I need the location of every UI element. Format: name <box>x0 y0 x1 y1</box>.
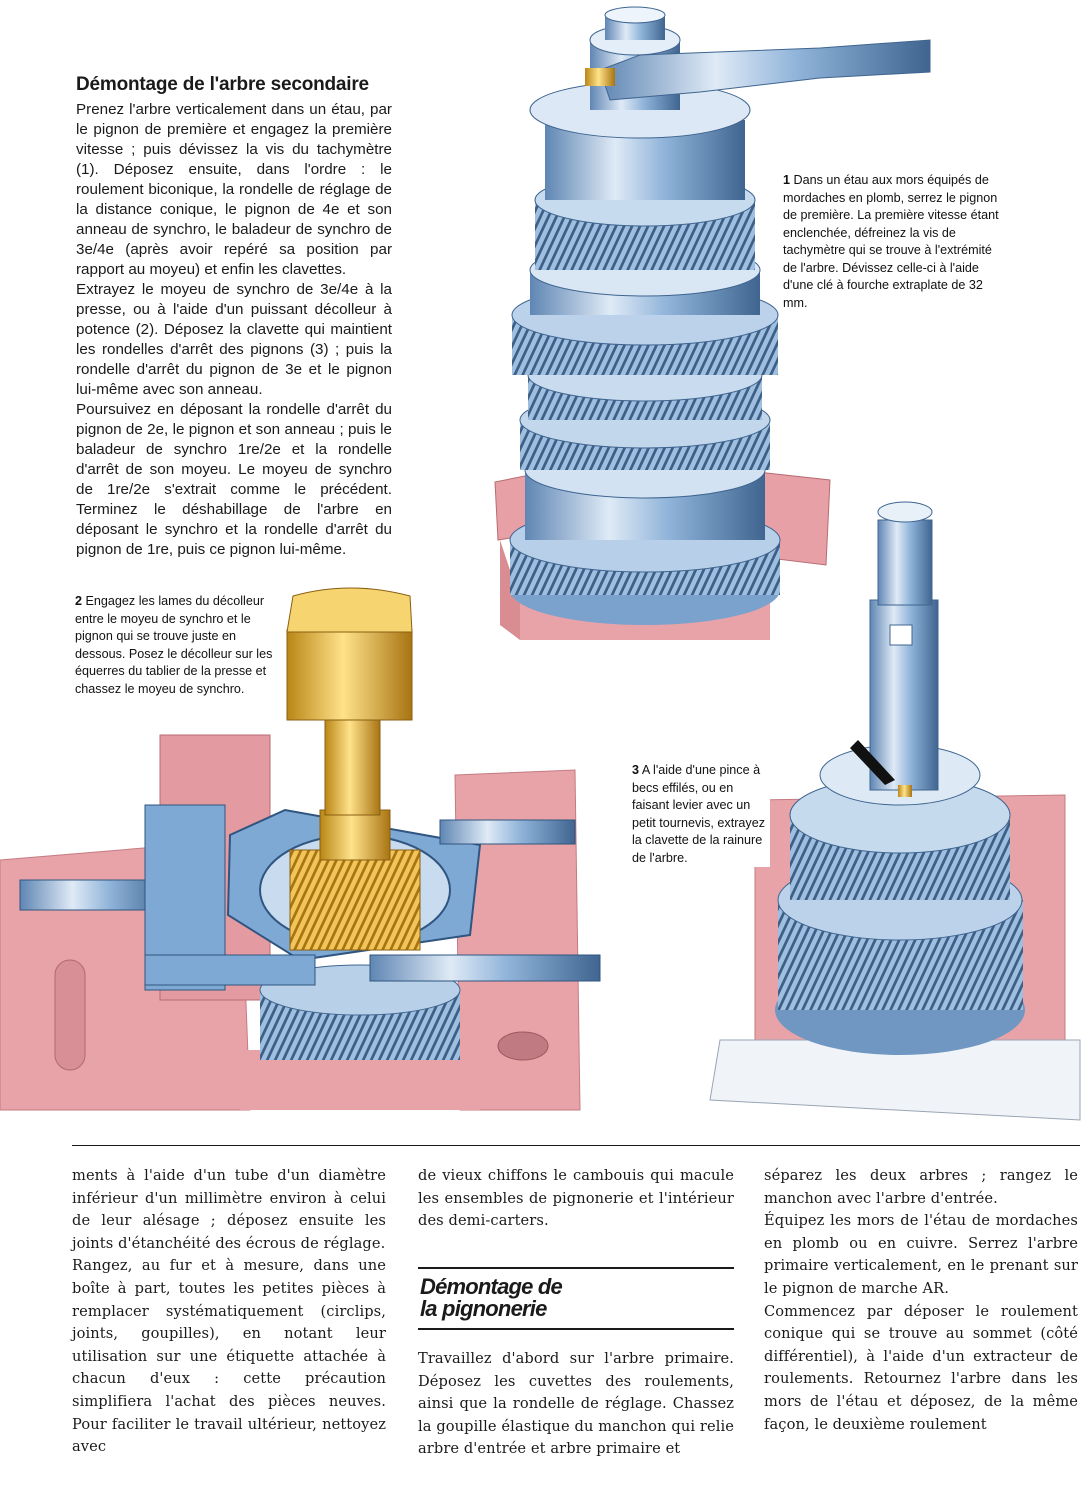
section-divider <box>72 1145 1080 1146</box>
column-paragraph: Travaillez d'abord sur l'arbre primaire.… <box>418 1350 734 1458</box>
figure-2-illustration <box>0 587 601 1111</box>
subheading-line: la pignonerie <box>420 1296 547 1321</box>
column-middle-bottom: Travaillez d'abord sur l'arbre primaire.… <box>418 1348 734 1461</box>
caption-number: 3 <box>632 763 640 777</box>
intro-paragraph: Prenez l'arbre verticalement dans un éta… <box>76 101 392 278</box>
column-paragraph: Commencez par déposer le roulement coniq… <box>764 1302 1078 1433</box>
column-paragraph: séparez les deux arbres ; rangez le manc… <box>764 1167 1078 1207</box>
figure-3-illustration <box>709 501 1081 1121</box>
subheading-rule-bottom <box>418 1328 734 1330</box>
caption-number: 1 <box>783 173 791 187</box>
column-paragraph: Équipez les mors de l'étau de mordaches … <box>764 1212 1078 1297</box>
caption-text: Engagez les lames du décolleur entre le … <box>75 594 273 696</box>
subheading-line: Démontage de <box>420 1274 563 1299</box>
column-right: séparez les deux arbres ; rangez le manc… <box>764 1165 1078 1436</box>
column-middle: de vieux chiffons le cambouis qui macule… <box>418 1165 734 1233</box>
section-heading: Démontage de l'arbre secondaire <box>76 74 369 95</box>
caption-figure-1: 1 Dans un étau aux mors équipés de morda… <box>783 172 1005 312</box>
intro-paragraph: Extrayez le moyeu de synchro de 3e/4e à … <box>76 281 392 398</box>
subheading-rule-top <box>418 1267 734 1269</box>
technical-illustrations <box>0 6 1081 1121</box>
intro-paragraph: Poursuivez en déposant la rondelle d'arr… <box>76 401 392 558</box>
figure-1-illustration <box>494 6 931 640</box>
caption-number: 2 <box>75 594 83 608</box>
column-paragraph: Rangez, au fur et à mesure, dans une boî… <box>72 1257 386 1456</box>
caption-text: Dans un étau aux mors équipés de mordach… <box>783 173 999 310</box>
subheading: Démontage de la pignonerie <box>420 1276 736 1320</box>
column-left: ments à l'aide d'un tube d'un diamètre i… <box>72 1165 386 1459</box>
caption-figure-3: 3 A l'aide d'une pince à becs effilés, o… <box>632 762 770 867</box>
column-paragraph: de vieux chiffons le cambouis qui macule… <box>418 1167 734 1230</box>
column-paragraph: ments à l'aide d'un tube d'un diamètre i… <box>72 1167 386 1252</box>
intro-section: Démontage de l'arbre secondaire Prenez l… <box>76 74 392 560</box>
caption-text: A l'aide d'une pince à becs effilés, ou … <box>632 763 765 865</box>
caption-figure-2: 2 Engagez les lames du décolleur entre l… <box>75 593 287 698</box>
